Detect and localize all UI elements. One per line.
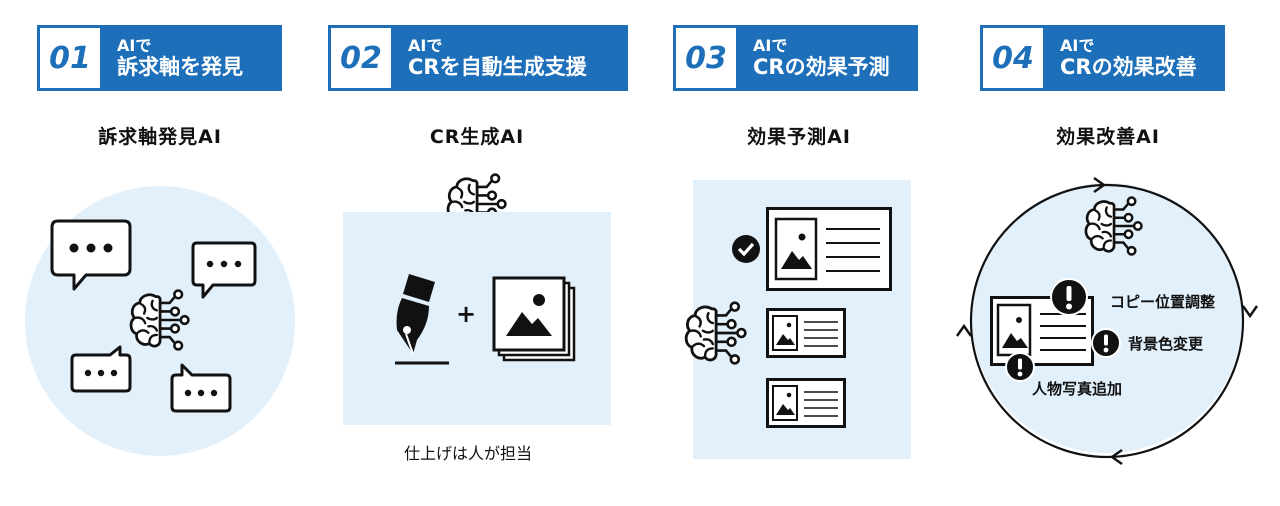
exclamation-icon xyxy=(1050,278,1088,316)
improvement-item-add-person-photo: 人物写真追加 xyxy=(1032,380,1123,398)
speech-bubble-icon xyxy=(50,219,132,291)
step-caption-line2: CRの効果改善 xyxy=(1060,55,1197,80)
column-title-4: 効果改善AI xyxy=(1056,126,1160,148)
human-finishing-caption: 仕上げは人が担当 xyxy=(404,444,533,463)
step-caption: AIで 訴求軸を発見 xyxy=(101,25,282,91)
step-header-01: 01 AIで 訴求軸を発見 xyxy=(37,25,282,91)
step-number: 04 xyxy=(980,25,1046,91)
step-caption-line2: CRの効果予測 xyxy=(753,55,890,80)
step-number: 03 xyxy=(673,25,739,91)
speech-bubble-icon xyxy=(70,345,132,393)
step-caption-line1: AIで xyxy=(408,35,443,55)
step-number: 02 xyxy=(328,25,394,91)
step-caption: AIで CRを自動生成支援 xyxy=(392,25,628,91)
speech-bubble-icon xyxy=(191,241,257,299)
step-caption-line2: 訴求軸を発見 xyxy=(117,55,243,80)
brain-circuit-icon xyxy=(684,301,747,365)
step-caption-line1: AIで xyxy=(1060,35,1095,55)
step-header-03: 03 AIで CRの効果予測 xyxy=(673,25,918,91)
cycle-arrow-icon xyxy=(956,177,1258,465)
step-header-02: 02 AIで CRを自動生成支援 xyxy=(328,25,628,91)
creative-card-small xyxy=(766,308,846,358)
creative-card-small xyxy=(766,378,846,428)
column-title-2: CR生成AI xyxy=(429,126,525,148)
check-circle-icon xyxy=(732,235,760,263)
column-title-1: 訴求軸発見AI xyxy=(98,126,222,148)
exclamation-icon xyxy=(1005,352,1035,382)
improvement-item-copy-position: コピー位置調整 xyxy=(1110,293,1216,311)
fountain-pen-icon xyxy=(395,274,449,365)
step-caption: AIで CRの効果予測 xyxy=(737,25,918,91)
creative-card-large xyxy=(766,207,892,291)
step-number: 01 xyxy=(37,25,103,91)
improvement-item-background-color: 背景色変更 xyxy=(1128,335,1204,353)
step-header-04: 04 AIで CRの効果改善 xyxy=(980,25,1225,91)
image-stack-icon xyxy=(492,276,576,362)
plus-sign: + xyxy=(456,300,477,328)
step-caption: AIで CRの効果改善 xyxy=(1044,25,1225,91)
speech-bubble-icon xyxy=(170,363,232,413)
step-caption-line1: AIで xyxy=(117,35,152,55)
step-caption-line2: CRを自動生成支援 xyxy=(408,55,587,80)
column-title-3: 効果予測AI xyxy=(747,126,851,148)
step-caption-line1: AIで xyxy=(753,35,788,55)
exclamation-icon xyxy=(1091,328,1121,358)
brain-circuit-icon xyxy=(129,289,190,351)
brain-circuit-icon xyxy=(1084,196,1143,256)
